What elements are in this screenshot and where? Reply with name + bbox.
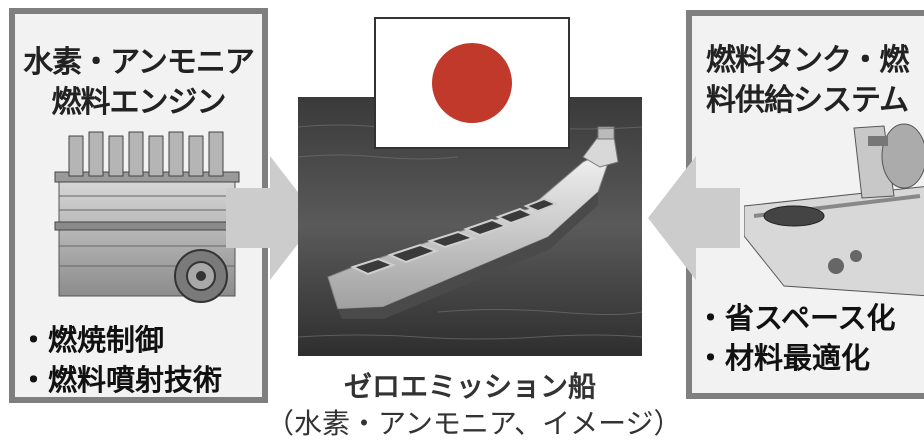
engine-bullet-1: ・燃焼制御: [19, 323, 165, 357]
ship-caption: ゼロエミッション船: [343, 370, 596, 403]
left-arrow: [648, 156, 740, 280]
tank-bullet-1: ・省スペース化: [696, 301, 896, 335]
tank-panel-title-2: 料供給システム: [706, 83, 909, 118]
engine-panel-title-1: 水素・アンモニア: [23, 45, 255, 80]
right-arrow: [226, 156, 318, 280]
engine-panel: 水素・アンモニア 燃料エンジン: [9, 8, 268, 403]
engine-panel-title-2: 燃料エンジン: [51, 85, 227, 120]
ship-caption-sub: （水素・アンモニア、イメージ）: [266, 407, 682, 440]
tank-panel-title-1: 燃料タンク・燃: [706, 43, 909, 78]
tank-bullet-2: ・材料最適化: [696, 341, 871, 375]
tank-illustration: [744, 123, 924, 297]
engine-illustration: [54, 131, 240, 303]
japan-flag: [374, 17, 570, 149]
engine-bullet-2: ・燃料噴射技術: [19, 363, 223, 397]
